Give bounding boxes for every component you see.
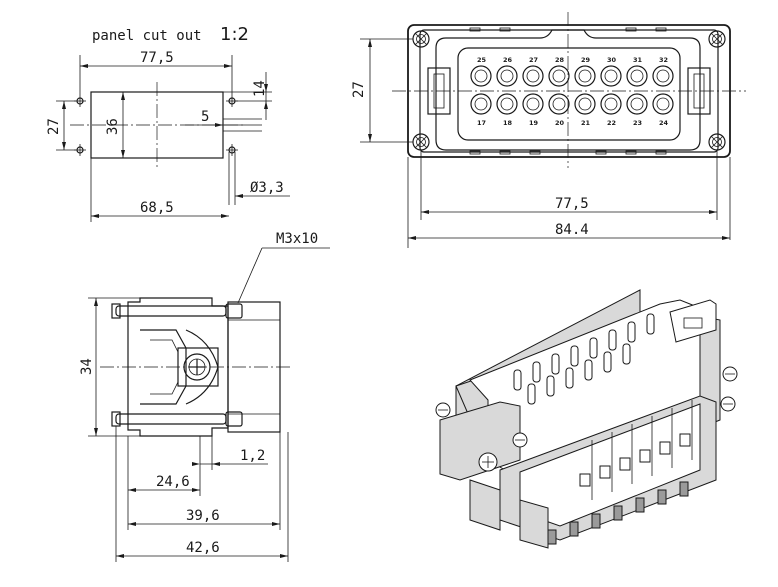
contact-label: 21 bbox=[581, 119, 591, 127]
panel-cutout-drawing: panel cut out 1:2 77,5 27 bbox=[46, 24, 290, 222]
contact-label: 30 bbox=[607, 56, 617, 64]
contact-label: 28 bbox=[555, 56, 565, 64]
dim-cutout-height: 36 bbox=[105, 118, 121, 135]
dim-side-3: 39,6 bbox=[186, 508, 220, 524]
panel-cutout-scale: 1:2 bbox=[220, 24, 249, 45]
screw-label: M3x10 bbox=[276, 231, 318, 247]
contact-label: 29 bbox=[581, 56, 591, 64]
contacts-top-row: 25 26 27 28 29 30 31 32 bbox=[470, 56, 674, 87]
front-view-drawing: 25 26 27 28 29 30 31 32 17 18 19 20 21 2… bbox=[351, 12, 746, 248]
contact-label: 18 bbox=[503, 119, 513, 127]
contact-label: 25 bbox=[477, 56, 487, 64]
contact-label: 22 bbox=[607, 119, 616, 127]
contact-label: 19 bbox=[529, 119, 539, 127]
contact-label: 26 bbox=[503, 56, 513, 64]
contacts-bottom-row: 17 18 19 20 21 22 23 24 bbox=[470, 93, 674, 127]
contact-label: 20 bbox=[555, 119, 565, 127]
dim-cutout-slot: 5 bbox=[201, 109, 209, 125]
panel-cutout-title: panel cut out bbox=[92, 28, 202, 44]
dim-side-1: 1,2 bbox=[240, 448, 265, 464]
contact-label: 17 bbox=[477, 119, 486, 127]
corner-screws bbox=[412, 30, 726, 151]
dim-side-2: 24,6 bbox=[156, 474, 190, 490]
contact-label: 23 bbox=[633, 119, 642, 127]
dim-cutout-width: 77,5 bbox=[140, 50, 174, 66]
housing-outline bbox=[407, 24, 731, 158]
contact-label: 24 bbox=[659, 119, 669, 127]
side-view-drawing: M3x10 34 bbox=[79, 231, 330, 562]
dim-side-height: 34 bbox=[79, 358, 95, 375]
contact-label: 32 bbox=[659, 56, 668, 64]
contact-label: 27 bbox=[529, 56, 538, 64]
dim-side-4: 42,6 bbox=[186, 540, 220, 556]
dim-front-width-outer: 84.4 bbox=[555, 222, 589, 238]
contact-label: 31 bbox=[633, 56, 643, 64]
dim-front-height: 27 bbox=[351, 81, 367, 98]
dim-front-width-inner: 77,5 bbox=[555, 196, 589, 212]
isometric-view-picture bbox=[435, 289, 738, 549]
mounting-holes bbox=[74, 95, 238, 156]
dim-cutout-14: 14 bbox=[252, 80, 268, 97]
dim-cutout-hole-spacing: 68,5 bbox=[140, 200, 174, 216]
dim-cutout-hole-height: 27 bbox=[46, 118, 62, 135]
dim-cutout-hole-diameter: Ø3,3 bbox=[250, 180, 284, 196]
